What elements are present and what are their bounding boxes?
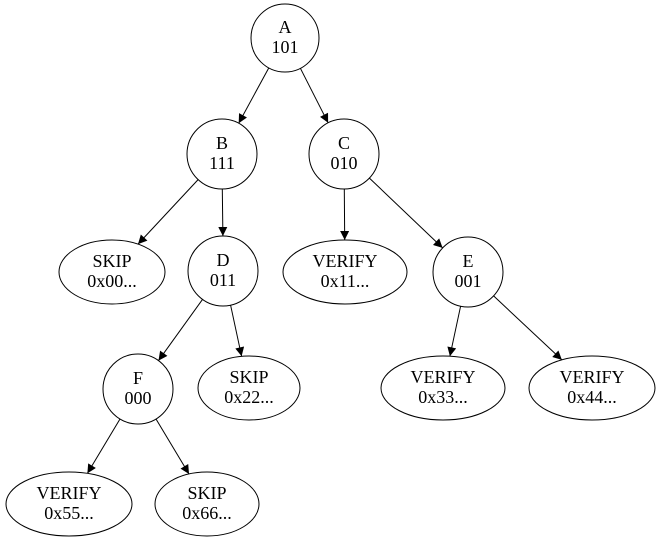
node-b-value: 111 (209, 153, 235, 173)
edge-f-skip66 (155, 418, 190, 475)
edge-e-verify44 (493, 295, 563, 361)
edge-c-e (369, 177, 443, 249)
nodes-layer: A 101 B 111 C 010 SKIP 0x00... D (5, 3, 656, 537)
node-skip00: SKIP 0x00... (58, 239, 166, 305)
node-a-label: A (279, 17, 292, 37)
node-a-value: 101 (272, 37, 299, 57)
node-a-circle (250, 3, 320, 73)
node-verify11-value: 0x11... (321, 271, 370, 291)
node-verify11: VERIFY 0x11... (282, 239, 408, 305)
node-verify33-label: VERIFY (410, 367, 475, 387)
node-verify55-ellipse (5, 471, 133, 537)
node-skip66-value: 0x66... (182, 503, 232, 523)
node-a: A 101 (250, 3, 320, 73)
node-verify44-label: VERIFY (559, 367, 624, 387)
node-verify11-ellipse (282, 239, 408, 305)
node-verify55-label: VERIFY (36, 483, 101, 503)
node-c-circle (308, 118, 380, 190)
node-d: D 011 (187, 235, 259, 307)
node-d-circle (187, 235, 259, 307)
node-c-value: 010 (331, 153, 358, 173)
node-verify33: VERIFY 0x33... (380, 355, 506, 421)
node-skip22-value: 0x22... (224, 387, 274, 407)
node-verify44-value: 0x44... (567, 387, 617, 407)
edge-a-b (238, 67, 270, 124)
node-skip66-ellipse (154, 471, 260, 537)
node-verify55-value: 0x55... (44, 503, 94, 523)
node-skip00-value: 0x00... (87, 271, 137, 291)
node-verify33-value: 0x33... (418, 387, 468, 407)
node-e-label: E (463, 251, 474, 271)
node-b: B 111 (186, 118, 258, 190)
node-skip66-label: SKIP (187, 483, 226, 503)
edge-d-f (158, 299, 203, 361)
node-e-value: 001 (455, 271, 482, 291)
node-c-label: C (338, 133, 350, 153)
edge-b-skip00 (137, 179, 199, 245)
node-f-value: 000 (125, 388, 152, 408)
node-skip22: SKIP 0x22... (197, 355, 301, 421)
node-skip22-label: SKIP (229, 367, 268, 387)
node-e-circle (432, 236, 504, 308)
node-verify11-label: VERIFY (312, 251, 377, 271)
node-skip00-label: SKIP (92, 251, 131, 271)
node-b-label: B (216, 133, 228, 153)
edge-e-verify33 (447, 306, 462, 357)
node-verify44-ellipse (528, 355, 656, 421)
edge-b-d (218, 188, 228, 237)
node-f-label: F (133, 368, 143, 388)
node-d-label: D (217, 250, 230, 270)
node-f-circle (102, 353, 174, 425)
edges-layer (86, 67, 563, 475)
node-skip66: SKIP 0x66... (154, 471, 260, 537)
edge-f-verify55 (86, 418, 121, 474)
node-verify55: VERIFY 0x55... (5, 471, 133, 537)
node-skip22-ellipse (197, 355, 301, 421)
node-skip00-ellipse (58, 239, 166, 305)
edge-a-c (299, 68, 329, 124)
node-verify33-ellipse (380, 355, 506, 421)
node-c: C 010 (308, 118, 380, 190)
node-e: E 001 (432, 236, 504, 308)
node-b-circle (186, 118, 258, 190)
node-f: F 000 (102, 353, 174, 425)
edge-d-skip22 (230, 305, 245, 357)
node-verify44: VERIFY 0x44... (528, 355, 656, 421)
node-d-value: 011 (210, 270, 236, 290)
